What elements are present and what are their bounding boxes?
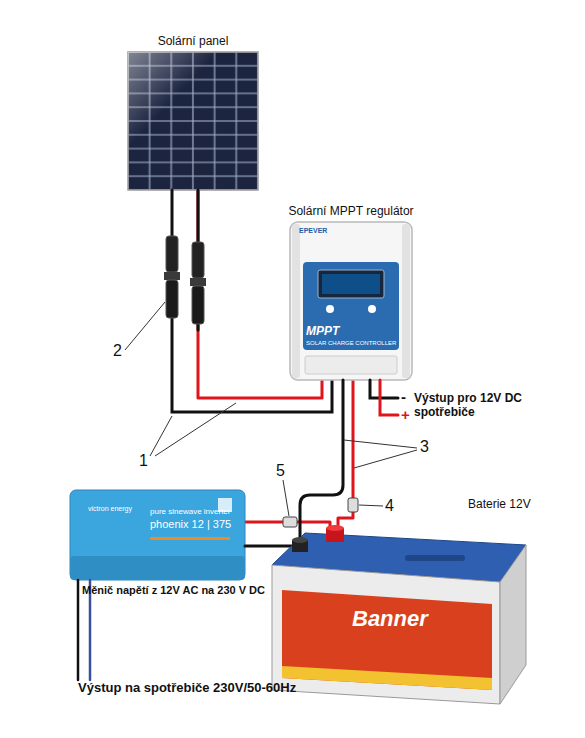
controller-wire (380, 380, 398, 415)
solar-panel (128, 52, 258, 190)
callout-number: 4 (385, 497, 394, 515)
leader-line (344, 440, 417, 448)
charge-controller-node: Solární MPPT regulátor (290, 222, 412, 380)
leader-line (125, 302, 165, 350)
mc4-connector (164, 272, 180, 280)
charge-controller (402, 224, 410, 378)
inverter (150, 537, 230, 540)
mc4-connector (166, 280, 178, 318)
component-caption: Měnič napětí z 12V AC na 230 V DC (82, 584, 332, 597)
inverter (70, 556, 245, 580)
charge-controller (318, 270, 384, 298)
inverter-wire (78, 546, 296, 680)
fuse (348, 498, 358, 512)
leader-line (155, 403, 236, 456)
mc4-connector (166, 236, 178, 272)
leader-line (150, 416, 172, 456)
component-title: Solární panel (128, 35, 258, 49)
mc4-connector (192, 286, 204, 324)
callout-number: 3 (420, 438, 429, 456)
battery (326, 525, 344, 531)
brand-text: EPEVER (299, 227, 327, 235)
panel-cable (197, 190, 200, 242)
polarity-sign: - (401, 388, 406, 405)
inverter (70, 490, 245, 580)
charge-controller (303, 262, 399, 350)
fuse (283, 517, 297, 527)
charge-controller (368, 305, 376, 313)
charge-controller (322, 274, 380, 294)
battery (272, 525, 526, 704)
solar-panel (128, 52, 258, 190)
callout-number: 5 (276, 462, 285, 480)
battery (405, 555, 465, 561)
charge-controller (290, 222, 412, 380)
charge-controller (305, 356, 397, 374)
product-text: phoenix 12 | 375 (150, 518, 231, 531)
product-text: SOLAR CHARGE CONTROLLER (306, 340, 396, 347)
battery (292, 537, 308, 543)
solar-panel-node: Solární panel (128, 52, 258, 190)
inverter-wire (77, 580, 80, 680)
inverter-wire (245, 545, 296, 548)
controller-wire (370, 380, 398, 398)
brand-text: victron energy (88, 505, 132, 513)
mc4-connector (190, 278, 206, 286)
product-text: MPPT (306, 325, 339, 339)
mc4-connector (192, 242, 204, 278)
leader-line (354, 450, 417, 468)
fuse (283, 498, 358, 527)
charge-controller (326, 305, 334, 313)
solar-panel (128, 52, 258, 190)
mc4-connector (164, 236, 206, 324)
polarity-sign: + (401, 406, 410, 423)
battery (282, 590, 492, 690)
charge-controller (292, 224, 300, 378)
output-note: Výstup pro 12V DC spotřebiče (414, 392, 539, 420)
leader-line (359, 505, 383, 506)
controller-wire (300, 380, 343, 540)
inverter (70, 490, 245, 580)
battery (282, 666, 492, 690)
callout-number: 1 (139, 452, 148, 470)
brand-text: Banner (352, 606, 428, 631)
product-text: pure sinewave inverter (150, 507, 230, 516)
battery (500, 545, 526, 704)
inverter-node: Měnič napětí z 12V AC na 230 V DC (70, 490, 245, 580)
leader-line (283, 480, 289, 516)
leader-line (125, 302, 417, 516)
charge-controller (290, 222, 412, 380)
battery (272, 565, 500, 704)
output-note: Výstup na spotřebiče 230V/50-60Hz (78, 681, 296, 696)
component-title: Solární MPPT regulátor (260, 205, 442, 219)
callout-number: 2 (113, 342, 122, 360)
component-title: Baterie 12V (468, 498, 558, 512)
